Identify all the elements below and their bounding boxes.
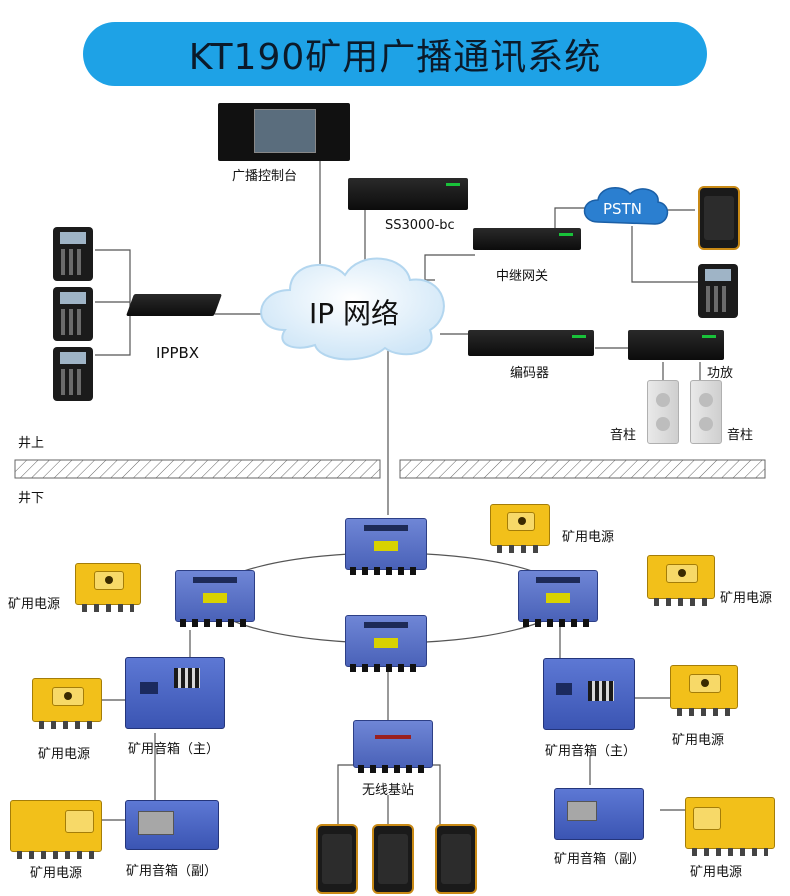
encoder-label: 编码器 [510, 366, 550, 381]
power-right-label: 矿用电源 [720, 591, 773, 606]
junction-box-top [345, 518, 427, 575]
console-label: 广播控制台 [232, 169, 298, 184]
speaker-main-left [125, 657, 225, 729]
ip-network-cloud [260, 257, 445, 361]
power-supply-mid-right [670, 665, 738, 716]
power-supply-bottom-right [685, 797, 775, 856]
speaker-sub-left-label: 矿用音箱（副） [126, 864, 218, 879]
column-right-label: 音柱 [727, 428, 754, 443]
handset-3 [435, 824, 477, 894]
speaker-sub-right [554, 788, 644, 840]
console-device [218, 103, 350, 161]
junction-box-bottom [345, 615, 427, 672]
power-mid-left-label: 矿用电源 [38, 747, 91, 762]
speaker-sub-left [125, 800, 219, 850]
pstn-desk-phone [698, 264, 738, 318]
pstn-label: PSTN [603, 200, 642, 218]
column-speaker-right [690, 380, 722, 444]
above-ground-label: 井上 [18, 436, 45, 451]
wireless-base-label: 无线基站 [362, 783, 415, 798]
encoder-device [468, 330, 594, 356]
column-speaker-left [647, 380, 679, 444]
page-title: KT190矿用广播通讯系统 [83, 22, 707, 86]
power-left-label: 矿用电源 [8, 597, 61, 612]
relay-gateway-label: 中继网关 [496, 269, 549, 284]
ip-network-label: IP 网络 [309, 297, 400, 330]
speaker-main-right-label: 矿用音箱（主） [545, 744, 637, 759]
pstn-mobile-phone [698, 186, 740, 250]
below-ground-label: 井下 [18, 491, 45, 506]
ippbx-phone-1 [53, 227, 93, 281]
page-title-text: KT190矿用广播通讯系统 [188, 37, 602, 78]
handset-2 [372, 824, 414, 894]
power-supply-left [75, 563, 141, 612]
junction-box-right [518, 570, 598, 627]
ippbx-phone-2 [53, 287, 93, 341]
power-top-right-label: 矿用电源 [562, 530, 615, 545]
power-supply-right [647, 555, 715, 606]
pstn-cloud [583, 187, 669, 225]
speaker-main-left-label: 矿用音箱（主） [128, 742, 220, 757]
power-mid-right-label: 矿用电源 [672, 733, 725, 748]
server-device [348, 178, 468, 210]
wireless-base-station [353, 720, 433, 773]
amplifier-label: 功放 [707, 366, 734, 381]
ippbx-phone-3 [53, 347, 93, 401]
server-label: SS3000-bc [385, 218, 455, 233]
speaker-main-right [543, 658, 635, 730]
power-bottom-right-label: 矿用电源 [690, 865, 743, 880]
power-supply-mid-left [32, 678, 102, 729]
ippbx-device [125, 294, 223, 316]
ippbx-label: IPPBX [156, 344, 200, 362]
column-left-label: 音柱 [610, 428, 637, 443]
amplifier-device [628, 330, 724, 360]
speaker-sub-right-label: 矿用音箱（副） [554, 852, 646, 867]
power-supply-bottom-left [10, 800, 102, 859]
power-supply-top-right [490, 504, 550, 553]
power-bottom-left-label: 矿用电源 [30, 866, 83, 881]
junction-box-left [175, 570, 255, 627]
handset-1 [316, 824, 358, 894]
relay-gateway-device [473, 228, 581, 250]
